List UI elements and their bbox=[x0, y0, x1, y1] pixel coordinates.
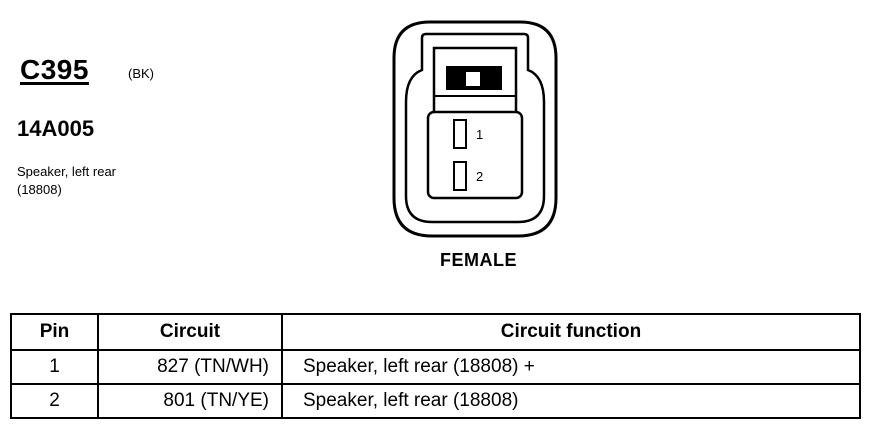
table-header-row: Pin Circuit Circuit function bbox=[10, 313, 861, 351]
connector-description: Speaker, left rear (18808) bbox=[17, 164, 116, 197]
table-row: 2 801 (TN/YE) Speaker, left rear (18808) bbox=[10, 383, 861, 419]
terminal-block bbox=[426, 110, 524, 200]
cell-circuit-function: Speaker, left rear (18808) bbox=[281, 383, 861, 419]
pin-1-label: 1 bbox=[476, 127, 483, 142]
connector-face-diagram: 1 2 bbox=[392, 20, 558, 238]
cell-circuit: 827 (TN/WH) bbox=[97, 349, 283, 385]
pin-2-label: 2 bbox=[476, 169, 483, 184]
connector-id: C395 bbox=[20, 54, 89, 85]
header-pin: Pin bbox=[10, 313, 99, 351]
locking-tab-slot bbox=[466, 72, 480, 86]
connector-outer-shell bbox=[392, 20, 558, 238]
connector-color-code: (BK) bbox=[128, 66, 154, 81]
pin-1-cavity bbox=[453, 119, 467, 149]
connector-inner-shell bbox=[404, 32, 546, 224]
header-circuit: Circuit bbox=[97, 313, 283, 351]
part-number: 14A005 bbox=[17, 116, 95, 141]
cell-circuit: 801 (TN/YE) bbox=[97, 383, 283, 419]
table-row: 1 827 (TN/WH) Speaker, left rear (18808)… bbox=[10, 349, 861, 385]
cell-pin: 1 bbox=[10, 349, 99, 385]
pin-2-cavity bbox=[453, 161, 467, 191]
connector-gender-label: FEMALE bbox=[440, 250, 517, 270]
header-circuit-function: Circuit function bbox=[281, 313, 861, 351]
cell-circuit-function: Speaker, left rear (18808) + bbox=[281, 349, 861, 385]
pin-circuit-table: Pin Circuit Circuit function 1 827 (TN/W… bbox=[10, 313, 861, 419]
cell-pin: 2 bbox=[10, 383, 99, 419]
